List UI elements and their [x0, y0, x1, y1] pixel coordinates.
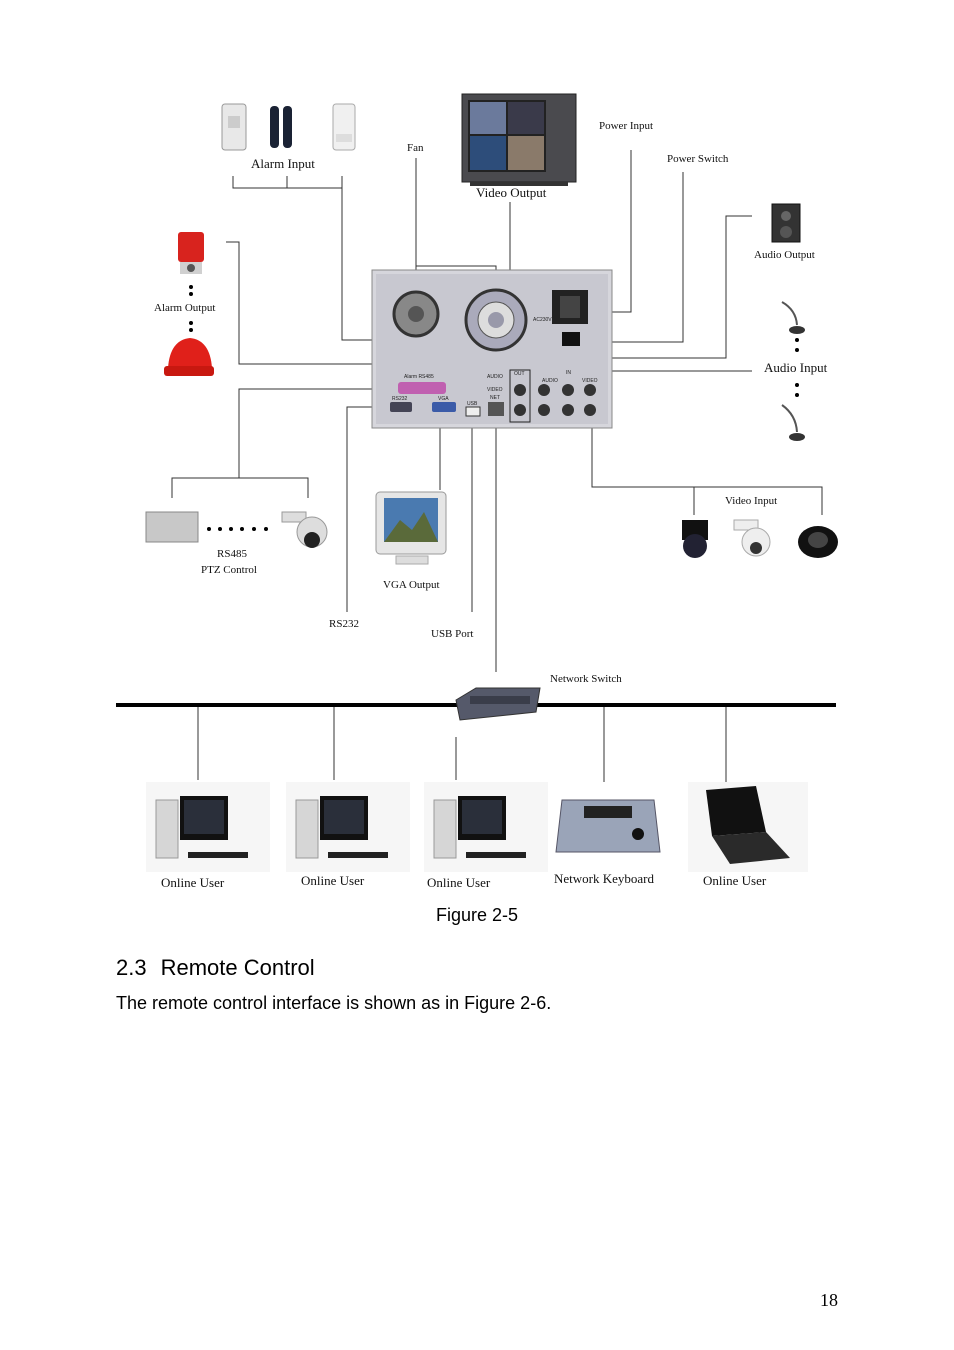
connector-lines	[171, 150, 823, 782]
alarm-input-sensors-icon	[221, 103, 356, 151]
label-online-user-4: Online User	[703, 873, 767, 888]
online-user-pc-icon-3	[424, 782, 548, 872]
label-alarm-output: Alarm Output	[154, 302, 215, 314]
microphone-icons	[781, 301, 805, 441]
vga-monitor-icon	[375, 491, 447, 565]
svg-text:OUT: OUT	[514, 371, 525, 377]
figure-caption: Figure 2-5	[435, 905, 519, 925]
connection-diagram: AC230V Alarm RS485 RS232 VGA USB AUDIO V…	[116, 93, 838, 890]
video-output-monitor-icon	[461, 93, 577, 186]
label-ptz-control: PTZ Control	[201, 564, 257, 576]
svg-text:VIDEO: VIDEO	[582, 378, 598, 384]
speaker-icon	[771, 203, 801, 243]
svg-text:AUDIO: AUDIO	[542, 378, 558, 384]
svg-text:IN: IN	[566, 370, 571, 376]
label-video-output: Video Output	[476, 185, 547, 200]
label-rs232: RS232	[329, 618, 359, 630]
section-heading: 2.3 Remote Control	[116, 955, 315, 981]
label-audio-input: Audio Input	[764, 360, 828, 375]
section-title: Remote Control	[160, 955, 315, 980]
video-input-cameras-icon	[682, 519, 838, 558]
online-user-laptop-icon	[688, 782, 808, 872]
label-usb-port: USB Port	[431, 628, 474, 640]
fan-icon	[392, 288, 528, 352]
label-online-user-1: Online User	[161, 875, 225, 890]
svg-text:RS232: RS232	[392, 396, 408, 402]
online-user-pc-icon-1	[146, 782, 270, 872]
svg-text:NET: NET	[490, 395, 500, 401]
label-power-input: Power Input	[599, 120, 653, 132]
label-power-switch: Power Switch	[667, 153, 729, 165]
label-audio-output: Audio Output	[754, 249, 815, 261]
svg-text:USB: USB	[467, 401, 478, 407]
label-rs485: RS485	[217, 548, 247, 560]
dvr-rear-panel: AC230V Alarm RS485 RS232 VGA USB AUDIO V…	[371, 269, 613, 429]
label-online-user-2: Online User	[301, 873, 365, 888]
network-switch-icon	[455, 687, 541, 721]
svg-text:AUDIO: AUDIO	[487, 374, 503, 380]
ptz-devices-icon	[145, 511, 328, 548]
alarm-siren-icon	[164, 232, 214, 376]
online-user-pc-icon-2	[286, 782, 410, 872]
body-paragraph: The remote control interface is shown as…	[116, 993, 552, 1013]
page-number: 18	[820, 1290, 838, 1310]
label-online-user-3: Online User	[427, 875, 491, 890]
label-network-switch: Network Switch	[550, 673, 622, 685]
label-network-keyboard: Network Keyboard	[554, 871, 654, 886]
svg-text:Alarm RS485: Alarm RS485	[404, 374, 434, 380]
label-vga-output: VGA Output	[383, 579, 440, 591]
svg-text:VGA: VGA	[438, 396, 449, 402]
label-alarm-input: Alarm Input	[251, 156, 315, 171]
network-keyboard-icon	[555, 799, 661, 853]
svg-text:AC230V: AC230V	[533, 317, 552, 323]
svg-text:VIDEO: VIDEO	[487, 387, 503, 393]
section-number: 2.3	[116, 955, 147, 980]
label-video-input: Video Input	[725, 495, 777, 507]
label-fan: Fan	[407, 142, 424, 154]
